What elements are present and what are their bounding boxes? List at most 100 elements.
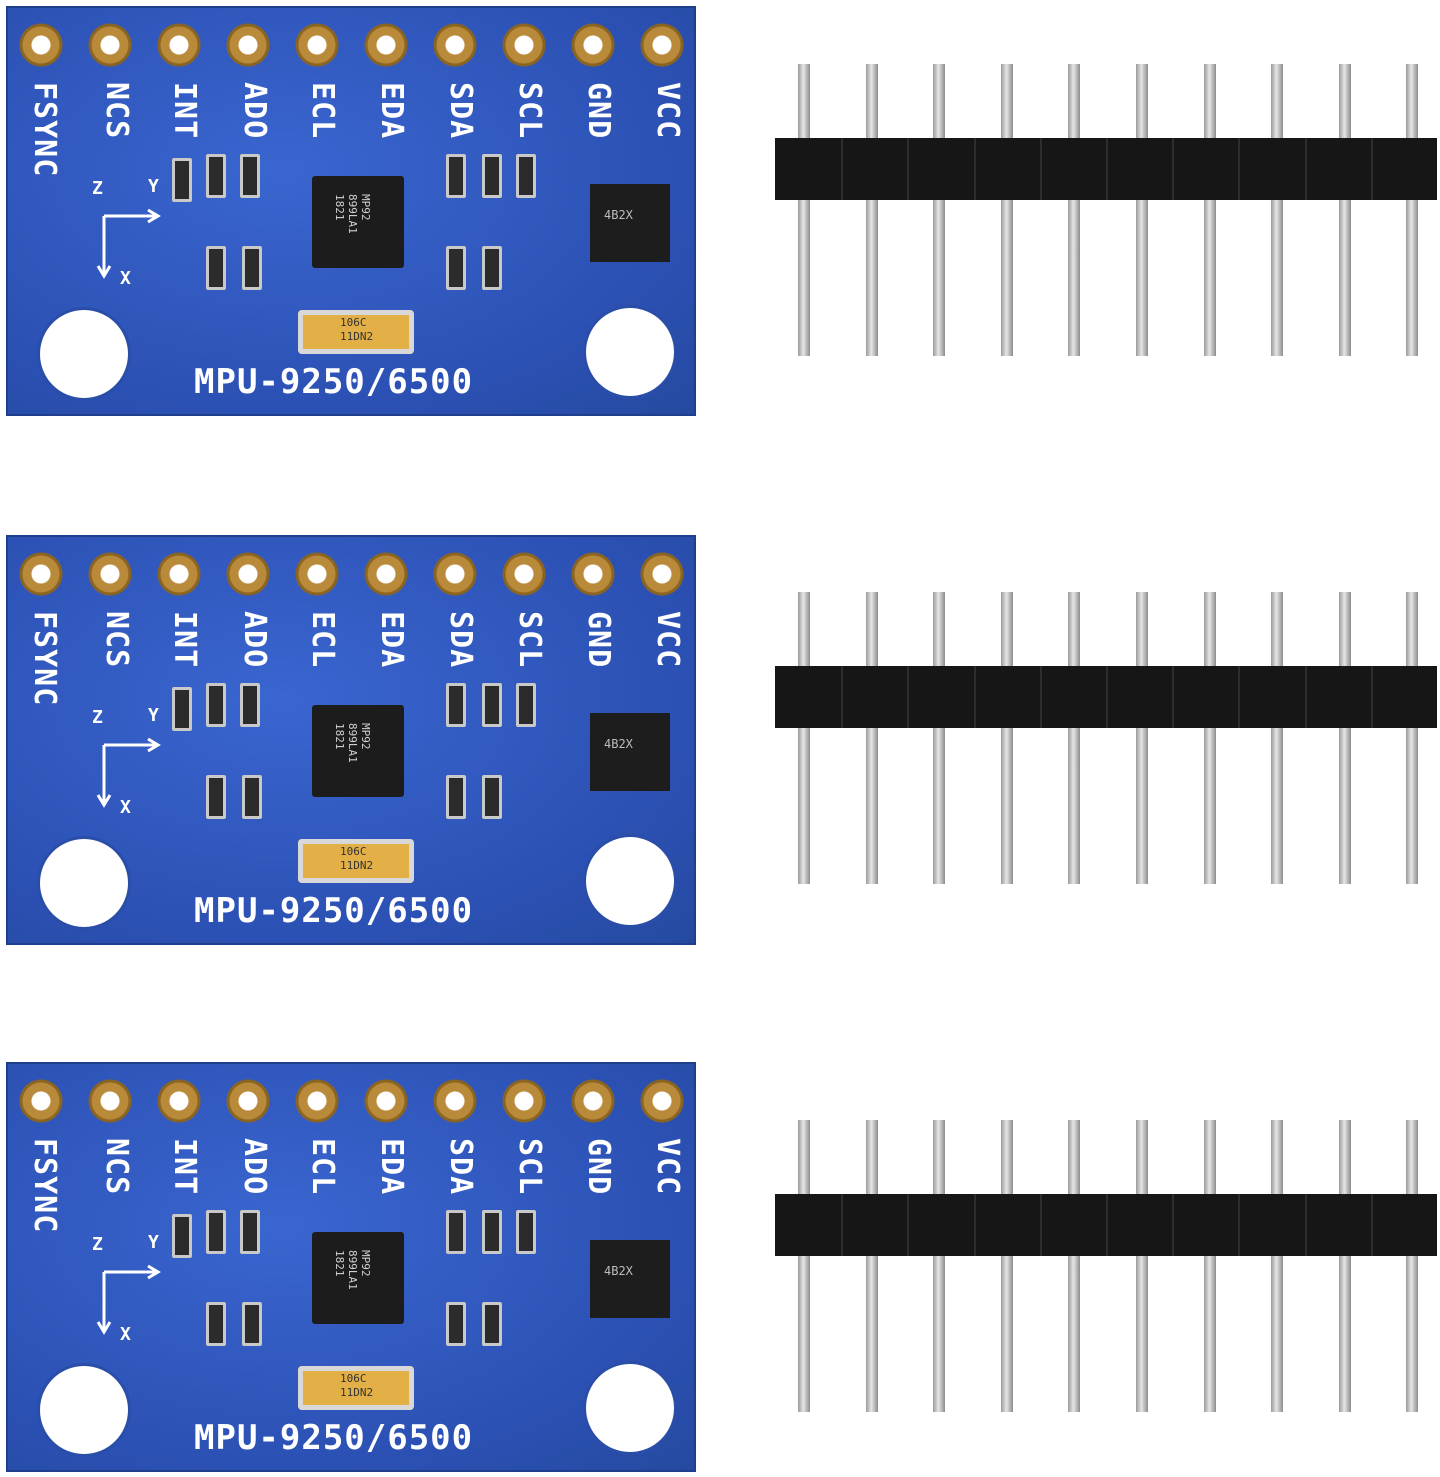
pin-pad bbox=[19, 1079, 63, 1123]
smd-resistor bbox=[240, 1210, 260, 1254]
header-segment-divider bbox=[1238, 138, 1241, 200]
pin-label-ncs: NCS bbox=[99, 1138, 134, 1196]
header-pin bbox=[1338, 592, 1351, 884]
capacitor-marking-line: 106C bbox=[340, 845, 367, 858]
header-pin bbox=[1203, 1120, 1216, 1412]
header-pin bbox=[1271, 64, 1284, 356]
pin-pad bbox=[364, 1079, 408, 1123]
header-segment-divider bbox=[1238, 666, 1241, 728]
pin-pad bbox=[433, 23, 477, 67]
header-segment-divider bbox=[841, 666, 844, 728]
header-pin bbox=[1136, 1120, 1148, 1412]
header-segment-divider bbox=[907, 666, 910, 728]
pin-label-eda: EDA bbox=[374, 1138, 409, 1196]
pin-label-vcc: VCC bbox=[650, 82, 685, 140]
smd-resistor bbox=[206, 154, 226, 198]
mpu-board-2: FSYNC NCS INT ADO ECL EDA SDA SCL GND VC… bbox=[6, 535, 696, 945]
smd-resistor bbox=[206, 1210, 226, 1254]
smd-resistor bbox=[206, 775, 226, 819]
mounting-hole bbox=[586, 308, 674, 396]
pin-pad bbox=[295, 552, 339, 596]
smd-resistor bbox=[172, 687, 192, 731]
header-pin bbox=[865, 1120, 878, 1412]
imu-chip: MP92 899LA1 1821 bbox=[312, 705, 404, 797]
header-segment-divider bbox=[973, 1194, 976, 1256]
axis-label-z: Z bbox=[92, 178, 103, 199]
header-segment-divider bbox=[1106, 138, 1108, 200]
pin-pad bbox=[640, 552, 684, 596]
header-pin bbox=[1271, 592, 1284, 884]
header-pin bbox=[1136, 592, 1148, 884]
pin-pad bbox=[19, 23, 63, 67]
smd-resistor bbox=[240, 683, 260, 727]
header-pin bbox=[798, 592, 810, 884]
pin-label-int: INT bbox=[167, 611, 202, 669]
tantalum-capacitor: 106C 11DN2 bbox=[298, 1366, 414, 1410]
smd-resistor bbox=[482, 775, 502, 819]
pin-pad bbox=[364, 23, 408, 67]
smd-resistor bbox=[172, 1214, 192, 1258]
header-segment-divider bbox=[1304, 1194, 1307, 1256]
pin-pad bbox=[226, 1079, 270, 1123]
header-segment-divider bbox=[1304, 666, 1307, 728]
regulator-marking: 4B2X bbox=[604, 737, 633, 751]
pin-pad bbox=[157, 552, 201, 596]
header-pin bbox=[1000, 64, 1013, 356]
pin-pad bbox=[571, 552, 615, 596]
chip-marking-line: 1821 bbox=[333, 1250, 346, 1277]
pin-pad bbox=[364, 552, 408, 596]
smd-resistor bbox=[516, 154, 536, 198]
smd-resistor bbox=[242, 775, 262, 819]
capacitor-marking-line: 11DN2 bbox=[340, 330, 374, 343]
mounting-hole bbox=[586, 837, 674, 925]
pin-label-fsync: FSYNC bbox=[27, 82, 62, 178]
pin-label-scl: SCL bbox=[512, 611, 547, 669]
axis-label-x: X bbox=[120, 1324, 131, 1345]
pin-label-fsync: FSYNC bbox=[27, 1138, 62, 1234]
header-segment-divider bbox=[841, 1194, 844, 1256]
smd-resistor bbox=[206, 1302, 226, 1346]
tantalum-capacitor: 106C 11DN2 bbox=[298, 310, 414, 354]
smd-resistor bbox=[482, 683, 502, 727]
chip-marking-line: MP92 bbox=[359, 194, 372, 221]
axis-label-z: Z bbox=[92, 1234, 103, 1255]
axis-orientation-icon bbox=[96, 1264, 161, 1335]
pin-label-ncs: NCS bbox=[99, 611, 134, 669]
smd-resistor bbox=[446, 1210, 466, 1254]
pin-pad bbox=[88, 23, 132, 67]
pin-pad bbox=[571, 1079, 615, 1123]
pin-label-fsync: FSYNC bbox=[27, 611, 62, 707]
pin-pad bbox=[226, 552, 270, 596]
header-segment-divider bbox=[1039, 666, 1042, 728]
smd-resistor bbox=[516, 1210, 536, 1254]
pin-label-sda: SDA bbox=[443, 611, 478, 669]
axis-orientation-icon bbox=[96, 737, 161, 808]
chip-marking-line: 899LA1 bbox=[346, 1250, 359, 1290]
header-pin bbox=[1068, 592, 1081, 884]
pin-label-sda: SDA bbox=[443, 1138, 478, 1196]
axis-label-y: Y bbox=[148, 705, 159, 726]
header-segment-divider bbox=[1039, 138, 1042, 200]
header-segment-divider bbox=[1106, 1194, 1108, 1256]
smd-resistor bbox=[482, 154, 502, 198]
model-label: MPU-9250/6500 bbox=[194, 891, 474, 931]
pin-pad bbox=[502, 552, 546, 596]
header-pin bbox=[865, 592, 878, 884]
regulator-marking: 4B2X bbox=[604, 1264, 633, 1278]
header-pin bbox=[1000, 1120, 1013, 1412]
pin-label-ecl: ECL bbox=[305, 82, 340, 140]
header-segment-divider bbox=[1370, 138, 1373, 200]
header-pin bbox=[865, 64, 878, 356]
smd-resistor bbox=[206, 683, 226, 727]
smd-resistor bbox=[242, 1302, 262, 1346]
header-pin bbox=[798, 1120, 810, 1412]
smd-resistor bbox=[446, 775, 466, 819]
header-pin bbox=[1203, 592, 1216, 884]
chip-marking-line: 1821 bbox=[333, 194, 346, 221]
header-pin bbox=[1338, 64, 1351, 356]
pin-label-eda: EDA bbox=[374, 82, 409, 140]
header-pin bbox=[1068, 1120, 1081, 1412]
model-label: MPU-9250/6500 bbox=[194, 362, 474, 402]
pin-pad bbox=[295, 1079, 339, 1123]
header-plastic-strip bbox=[775, 666, 1437, 728]
